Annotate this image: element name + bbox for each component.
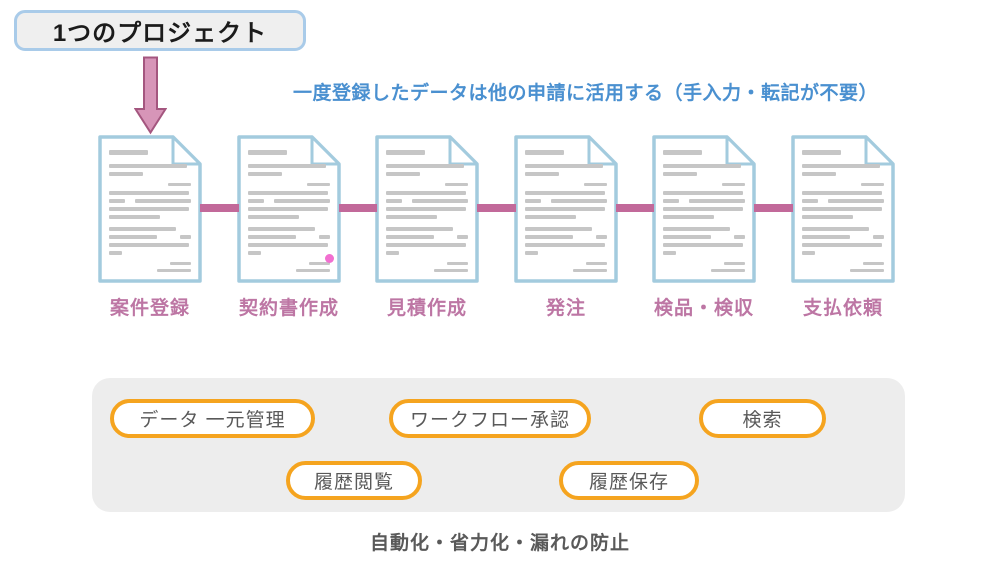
document-icon (652, 135, 756, 283)
document-text-lines (248, 144, 330, 275)
step-label: 見積作成 (386, 298, 468, 319)
headline-text: 一度登録したデータは他の申請に活用する（手入力・転記が不要） (293, 83, 879, 104)
workflow-step: 見積作成 (375, 135, 479, 319)
connector-line (339, 204, 377, 212)
connector-line (754, 204, 793, 212)
seal-dot-icon (325, 254, 334, 263)
connector-line (477, 204, 516, 212)
connector-line (616, 204, 654, 212)
document-icon (375, 135, 479, 283)
document-text-lines (109, 144, 191, 275)
project-label: 1つのプロジェクト (52, 20, 268, 47)
workflow-step: 支払依頼 (791, 135, 895, 319)
bottom-caption: 自動化・省力化・漏れの防止 (369, 533, 630, 554)
step-label: 発注 (545, 298, 587, 319)
document-text-lines (802, 144, 884, 275)
document-icon (514, 135, 618, 283)
connector-line (200, 204, 239, 212)
feature-badge-search: 検索 (699, 399, 826, 438)
step-label: 案件登録 (109, 298, 191, 319)
workflow-step: 発注 (514, 135, 618, 319)
down-arrow-icon (134, 56, 167, 135)
workflow-step: 検品・検収 (652, 135, 756, 319)
feature-badge-workflow-approval: ワークフロー承認 (389, 399, 591, 438)
document-icon (237, 135, 341, 283)
project-label-box: 1つのプロジェクト (14, 10, 306, 51)
feature-badge-data-management: データ 一元管理 (110, 399, 315, 438)
document-text-lines (525, 144, 607, 275)
workflow-step: 契約書作成 (237, 135, 341, 319)
feature-badge-history-save: 履歴保存 (559, 461, 699, 500)
feature-badge-history-view: 履歴閲覧 (286, 461, 422, 500)
document-icon (98, 135, 202, 283)
document-text-lines (386, 144, 468, 275)
document-text-lines (663, 144, 745, 275)
step-label: 契約書作成 (238, 298, 340, 319)
step-label: 支払依頼 (802, 298, 884, 319)
workflow-step: 案件登録 (98, 135, 202, 319)
document-icon (791, 135, 895, 283)
step-label: 検品・検収 (653, 298, 755, 319)
